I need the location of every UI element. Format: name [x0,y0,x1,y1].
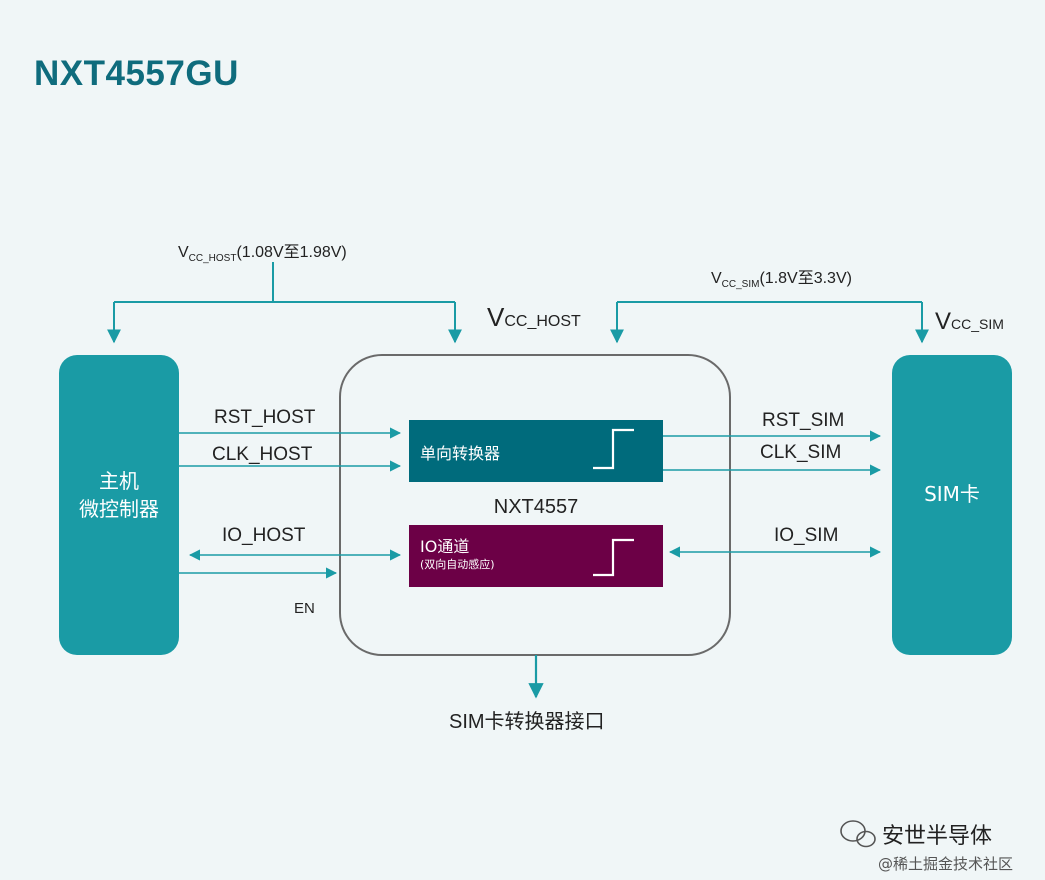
sim-supply-label: VCC_SIM(1.8V至3.3V) [711,270,852,291]
output-interface-label: SIM卡转换器接口 [449,711,605,733]
step-icon [593,428,634,470]
watermark-community: @稀土掘金技术社区 [878,855,1014,873]
host-supply-wires [107,262,462,344]
sim-signal-wires [663,430,882,558]
chip-vcc-host-label: VCC_HOST [487,302,581,332]
host-signal-wires [179,427,402,579]
host-mcu-block [59,355,179,655]
host-supply-label: VCC_HOST(1.08V至1.98V) [178,244,347,265]
signal-io-sim: IO_SIM [774,525,839,546]
host-mcu-label: 主机 微控制器 [79,469,159,521]
signal-io-host: IO_HOST [222,525,306,546]
sim-card-block [892,355,1012,655]
signal-clk-sim: CLK_SIM [760,442,842,463]
signal-en: EN [294,600,315,617]
chip-name-label: NXT4557 [493,496,579,518]
card-vcc-sim-label: VCC_SIM [935,308,1004,335]
sim-supply-wires [610,301,929,344]
converter-label: 单向转换器 [420,444,501,463]
sim-card-label: SIM卡 [924,482,980,506]
signal-clk-host: CLK_HOST [212,444,313,465]
signal-rst-host: RST_HOST [214,407,316,428]
step-icon [593,538,634,577]
signal-rst-sim: RST_SIM [762,410,845,431]
page-title: NXT4557GU [34,54,239,93]
wechat-icon [840,820,876,848]
io-channel-block [409,525,663,587]
io-channel-label: IO通道 (双向自动感应) [420,537,495,572]
watermark-brand: 安世半导体 [882,824,993,849]
